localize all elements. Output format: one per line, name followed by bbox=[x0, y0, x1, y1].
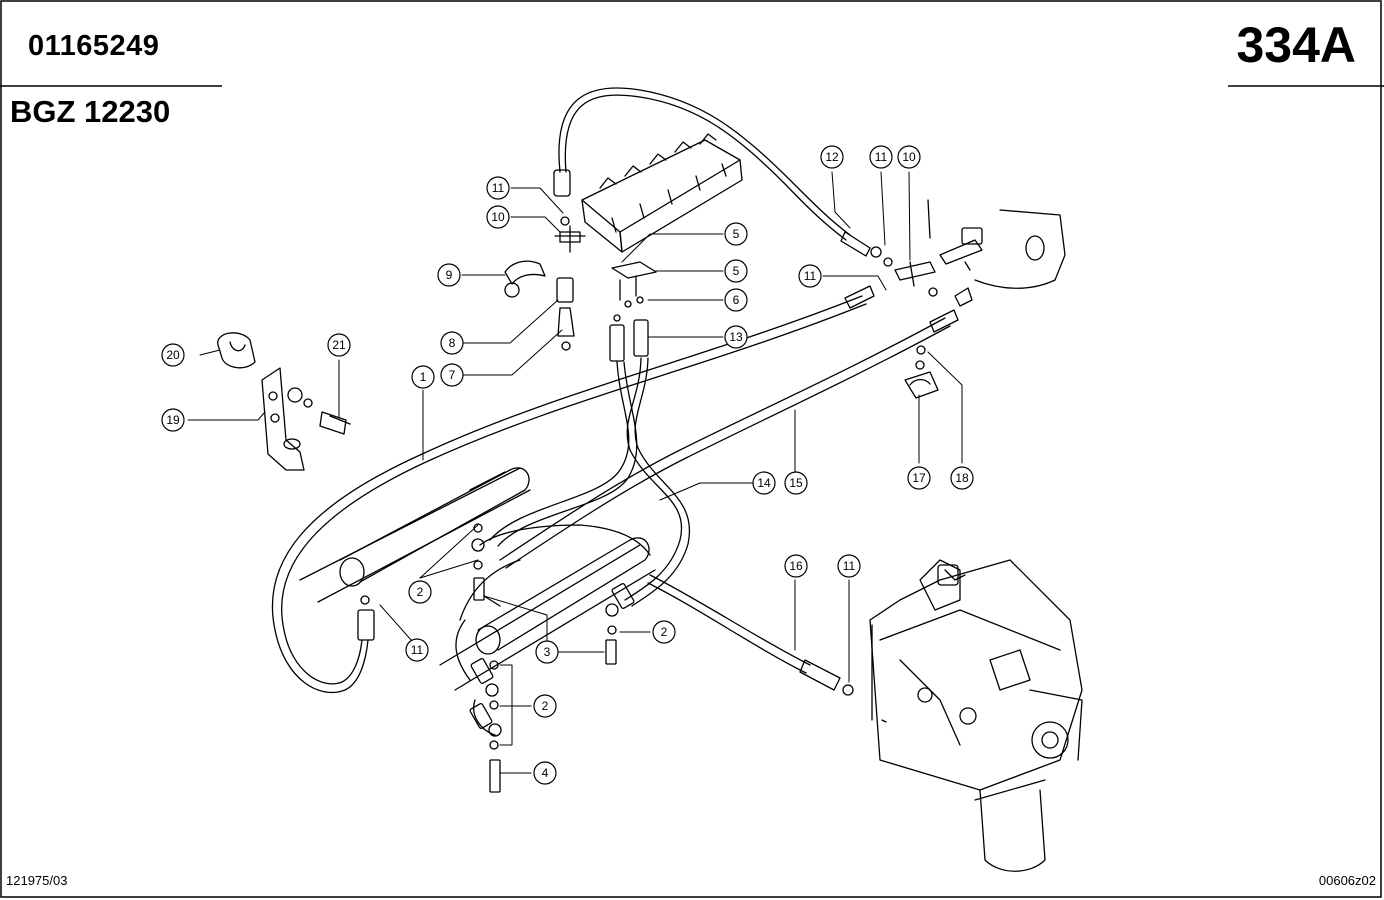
callout-7: 7 bbox=[449, 368, 456, 382]
callout-labels: 11 10 9 8 7 5 5 6 13 1 12 11 10 11 20 19… bbox=[166, 150, 969, 780]
bolt-21 bbox=[319, 411, 351, 435]
part-number: 01165249 bbox=[28, 30, 160, 62]
callout-9: 9 bbox=[446, 268, 453, 282]
bolts bbox=[473, 577, 617, 793]
group-number: BGZ 12230 bbox=[10, 94, 171, 129]
callout-15: 15 bbox=[789, 476, 803, 490]
callout-17: 17 bbox=[912, 471, 926, 485]
chassis-outline bbox=[927, 199, 1066, 289]
bracket-19 bbox=[261, 367, 313, 471]
hose-1 bbox=[271, 285, 875, 694]
callout-5: 5 bbox=[733, 227, 740, 241]
callout-11: 11 bbox=[804, 269, 817, 283]
cylinder-lower bbox=[439, 537, 656, 691]
footer-left-code: 121975/03 bbox=[6, 873, 68, 888]
clamp-17 bbox=[904, 345, 939, 399]
callout-2: 2 bbox=[661, 625, 668, 639]
callout-19: 19 bbox=[166, 413, 180, 427]
callout-11: 11 bbox=[843, 559, 856, 573]
clamp-20 bbox=[217, 332, 256, 369]
callout-18: 18 bbox=[955, 471, 969, 485]
hose-12 bbox=[553, 87, 882, 258]
callout-10: 10 bbox=[902, 150, 916, 164]
leader-lines bbox=[187, 171, 963, 774]
fitting-cluster-right bbox=[883, 227, 983, 307]
footer-right-code: 00606z02 bbox=[1318, 873, 1376, 888]
callout-5: 5 bbox=[733, 264, 740, 278]
callout-13: 13 bbox=[729, 330, 743, 344]
callout-12: 12 bbox=[825, 150, 839, 164]
callout-2: 2 bbox=[417, 585, 424, 599]
fitting-cluster-left bbox=[504, 216, 657, 351]
page-number: 334A bbox=[1236, 17, 1356, 73]
callout-21: 21 bbox=[332, 338, 346, 352]
callout-4: 4 bbox=[542, 766, 549, 780]
callout-1: 1 bbox=[420, 370, 427, 384]
callout-14: 14 bbox=[757, 476, 771, 490]
cylinder-upper bbox=[299, 467, 531, 603]
callout-11: 11 bbox=[875, 150, 888, 164]
callout-2: 2 bbox=[542, 699, 549, 713]
callout-circles bbox=[161, 145, 974, 785]
callout-10: 10 bbox=[491, 210, 505, 224]
o-rings bbox=[473, 523, 617, 750]
callout-3: 3 bbox=[544, 645, 551, 659]
control-valve-block bbox=[581, 133, 743, 253]
callout-11: 11 bbox=[411, 643, 424, 657]
hydraulic-pump bbox=[869, 559, 1083, 872]
callout-8: 8 bbox=[449, 336, 456, 350]
hose-16 bbox=[647, 574, 854, 696]
callout-20: 20 bbox=[166, 348, 180, 362]
hose-15 bbox=[499, 309, 959, 569]
callout-16: 16 bbox=[789, 559, 803, 573]
callout-6: 6 bbox=[733, 293, 740, 307]
callout-11: 11 bbox=[492, 181, 505, 195]
cylinder-hoses bbox=[455, 524, 651, 737]
